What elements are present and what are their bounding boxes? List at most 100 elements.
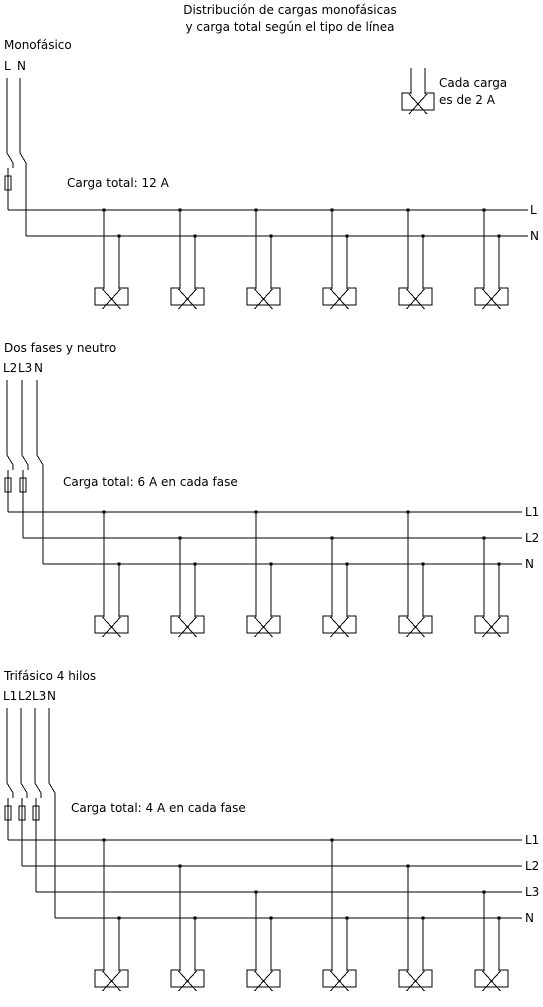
load-box xyxy=(474,287,509,306)
section-dos-fases: Dos fases y neutro L2 L3 N Carga total: … xyxy=(3,341,539,638)
load-box xyxy=(322,969,357,988)
legend: Cada carga es de 2 A xyxy=(401,68,507,115)
bus-label: L1 xyxy=(525,833,539,847)
load-symbol xyxy=(398,210,433,310)
incoming-conductor xyxy=(4,708,522,841)
load-box xyxy=(322,615,357,634)
load-symbol xyxy=(322,210,357,310)
section-heading: Monofásico xyxy=(4,38,72,52)
lamp-cross xyxy=(406,288,425,310)
switch-blade xyxy=(6,782,14,794)
conductor-label: L3 xyxy=(18,361,32,375)
lamp-cross xyxy=(330,970,349,992)
bus-label: N xyxy=(530,229,539,243)
bus-label: L2 xyxy=(525,531,539,545)
load-symbol xyxy=(170,538,205,638)
load-box xyxy=(246,615,281,634)
lamp-cross xyxy=(408,93,428,115)
conductor-label: L xyxy=(4,59,11,73)
load-box xyxy=(170,969,205,988)
circuit xyxy=(4,78,528,310)
lamp-cross xyxy=(406,616,425,638)
lamp-cross xyxy=(330,616,349,638)
lamp-cross xyxy=(482,970,501,992)
title-line-1: Distribución de cargas monofásicas xyxy=(183,3,397,17)
section-heading: Dos fases y neutro xyxy=(4,341,116,355)
conductor-label: L3 xyxy=(32,689,46,703)
conductor-label: N xyxy=(17,59,26,73)
load-box xyxy=(246,969,281,988)
section-trifasico: Trifásico 4 hilos L1 L2 L3 N Carga total… xyxy=(3,669,539,992)
circuit xyxy=(4,708,522,992)
section-heading: Trifásico 4 hilos xyxy=(3,669,96,683)
load-box xyxy=(94,969,129,988)
load-box xyxy=(474,969,509,988)
lamp-cross xyxy=(406,970,425,992)
lamp-cross xyxy=(254,616,273,638)
load-box xyxy=(401,92,435,111)
load-box xyxy=(94,615,129,634)
switch-blade xyxy=(48,782,56,794)
incoming-conductor xyxy=(19,78,528,237)
switch-blade xyxy=(6,152,14,164)
lamp-cross xyxy=(178,970,197,992)
section-monofasico: Monofásico L N Carga total: 12 A L N xyxy=(4,38,539,310)
lamp-cross xyxy=(254,970,273,992)
bus-label: L3 xyxy=(525,885,539,899)
load-symbol xyxy=(246,512,281,638)
load-symbol xyxy=(474,892,509,992)
incoming-conductor xyxy=(32,708,522,893)
load-box xyxy=(474,615,509,634)
bus-label: N xyxy=(525,911,534,925)
switch-blade xyxy=(6,454,14,466)
load-symbol xyxy=(398,866,433,992)
incoming-conductor xyxy=(18,708,522,867)
lamp-cross xyxy=(330,288,349,310)
lamp-cross xyxy=(102,970,121,992)
switch-blade xyxy=(20,782,28,794)
legend-load-symbol xyxy=(401,68,435,115)
switch-blade xyxy=(19,152,27,164)
legend-line-1: Cada carga xyxy=(439,76,507,90)
switch-blade xyxy=(34,782,42,794)
load-box xyxy=(170,287,205,306)
load-box xyxy=(94,287,129,306)
load-symbol xyxy=(322,538,357,638)
incoming-conductor xyxy=(4,380,522,513)
total-load-label: Carga total: 12 A xyxy=(67,176,170,190)
conductor-label: N xyxy=(34,361,43,375)
load-symbol xyxy=(94,210,129,310)
lamp-cross xyxy=(178,288,197,310)
total-load-label: Carga total: 4 A en cada fase xyxy=(71,801,246,815)
legend-line-2: es de 2 A xyxy=(439,93,496,107)
conductor-label: N xyxy=(47,689,56,703)
load-box xyxy=(398,287,433,306)
lamp-cross xyxy=(254,288,273,310)
load-symbol xyxy=(170,210,205,310)
conductor-label: L1 xyxy=(3,689,17,703)
load-box xyxy=(398,969,433,988)
switch-blade xyxy=(21,454,29,466)
lamp-cross xyxy=(102,616,121,638)
lamp-cross xyxy=(482,616,501,638)
bus-label: L1 xyxy=(525,505,539,519)
conductor-label: L2 xyxy=(3,361,17,375)
lamp-cross xyxy=(178,616,197,638)
load-symbol xyxy=(94,840,129,992)
load-symbol xyxy=(170,866,205,992)
load-symbol xyxy=(474,538,509,638)
title-line-2: y carga total según el tipo de línea xyxy=(185,20,394,34)
lamp-cross xyxy=(482,288,501,310)
load-symbol xyxy=(474,210,509,310)
incoming-conductor xyxy=(4,78,528,211)
load-symbol xyxy=(401,68,435,115)
switch-blade xyxy=(36,454,44,466)
load-symbol xyxy=(94,512,129,638)
load-symbol xyxy=(322,840,357,992)
total-load-label: Carga total: 6 A en cada fase xyxy=(63,475,238,489)
load-symbol xyxy=(246,892,281,992)
bus-label: L xyxy=(530,203,537,217)
lamp-cross xyxy=(102,288,121,310)
